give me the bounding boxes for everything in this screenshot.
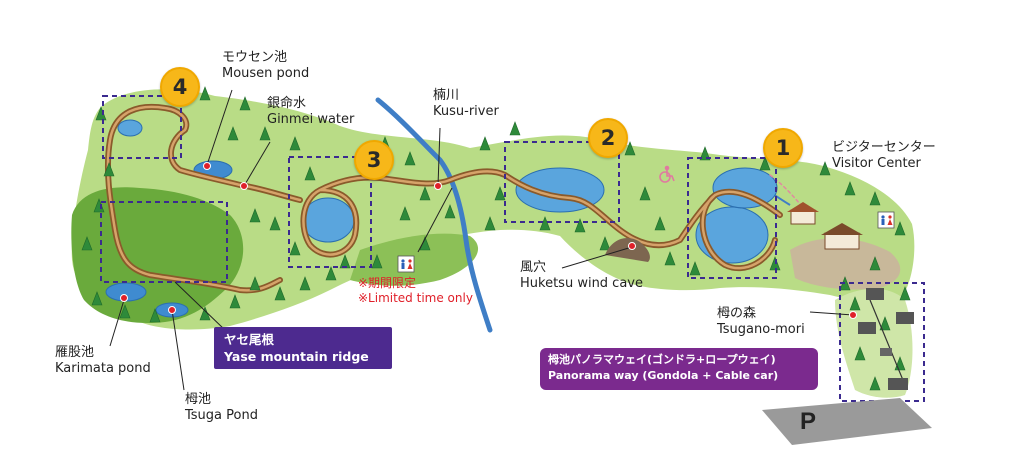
boardwalk-trail: [104, 103, 811, 294]
ginmei-water-label: 銀命水 Ginmei water: [267, 96, 354, 128]
yase-ridge-jp: ヤセ尾根: [224, 332, 275, 347]
point-marker: [120, 162, 857, 319]
kusu-river-en: Kusu-river: [433, 104, 499, 119]
limited-time-en: ※Limited time only: [358, 291, 473, 305]
cave-rock-icon: [605, 238, 650, 262]
parking-lot: [762, 398, 932, 445]
limited-time-label: ※期間限定 ※Limited time only: [358, 276, 473, 306]
terrain-area: [71, 89, 915, 330]
wheelchair-icon: [659, 165, 675, 183]
parking-label: P: [800, 408, 817, 435]
gondola-icon: [858, 288, 914, 390]
visitor-center-en: Visitor Center: [832, 156, 921, 171]
area-badge-3: 3: [354, 140, 394, 180]
ginmei-water-jp: 銀命水: [267, 96, 307, 111]
tsugano-mori-jp: 栂の森: [717, 306, 757, 321]
tsugano-mori-label: 栂の森 Tsugano-mori: [717, 306, 805, 338]
building-icon: [787, 202, 863, 250]
restroom-icon: [397, 211, 895, 273]
karimata-pond-en: Karimata pond: [55, 361, 151, 376]
visitor-center-label: ビジターセンター Visitor Center: [832, 140, 936, 172]
mousen-pond-en: Mousen pond: [222, 66, 310, 81]
limited-time-jp: ※期間限定: [358, 276, 417, 290]
kusu-river-jp: 楠川: [433, 88, 460, 103]
karimata-pond-jp: 雁股池: [55, 345, 95, 360]
mousen-pond-label: モウセン池 Mousen pond: [222, 50, 309, 82]
tsugano-mori-en: Tsugano-mori: [717, 322, 805, 337]
tsuga-pond-jp: 栂池: [185, 392, 212, 407]
yase-ridge-en: Yase mountain ridge: [224, 349, 369, 364]
ginmei-water-en: Ginmei water: [267, 112, 355, 127]
yase-ridge-tag: ヤセ尾根 Yase mountain ridge: [214, 327, 392, 369]
kusu-river-label: 楠川 Kusu-river: [433, 88, 499, 120]
panorama-way-en: Panorama way (Gondola + Cable car): [548, 369, 779, 382]
huketsu-cave-jp: 風穴: [520, 260, 547, 275]
leader-line: [109, 89, 854, 391]
area-badge-4: 4: [160, 67, 200, 107]
hill-area: [790, 238, 901, 290]
panorama-way-jp: 栂池パノラマウェイ(ゴンドラ+ロープウェイ): [548, 353, 776, 366]
visitor-center-jp: ビジターセンター: [832, 140, 936, 155]
tsuga-pond-label: 栂池 Tsuga Pond: [185, 392, 258, 424]
area-badge-1: 1: [763, 128, 803, 168]
huketsu-cave-en: Huketsu wind cave: [520, 276, 643, 291]
tsuga-pond-en: Tsuga Pond: [185, 408, 258, 423]
karimata-pond-label: 雁股池 Karimata pond: [55, 345, 151, 377]
mousen-pond-jp: モウセン池: [222, 50, 288, 65]
kusu-river: [375, 97, 493, 333]
huketsu-cave-label: 風穴 Huketsu wind cave: [520, 260, 643, 292]
panorama-way-tag: 栂池パノラマウェイ(ゴンドラ+ロープウェイ) Panorama way (Gon…: [540, 348, 818, 390]
area-badge-2: 2: [588, 118, 628, 158]
